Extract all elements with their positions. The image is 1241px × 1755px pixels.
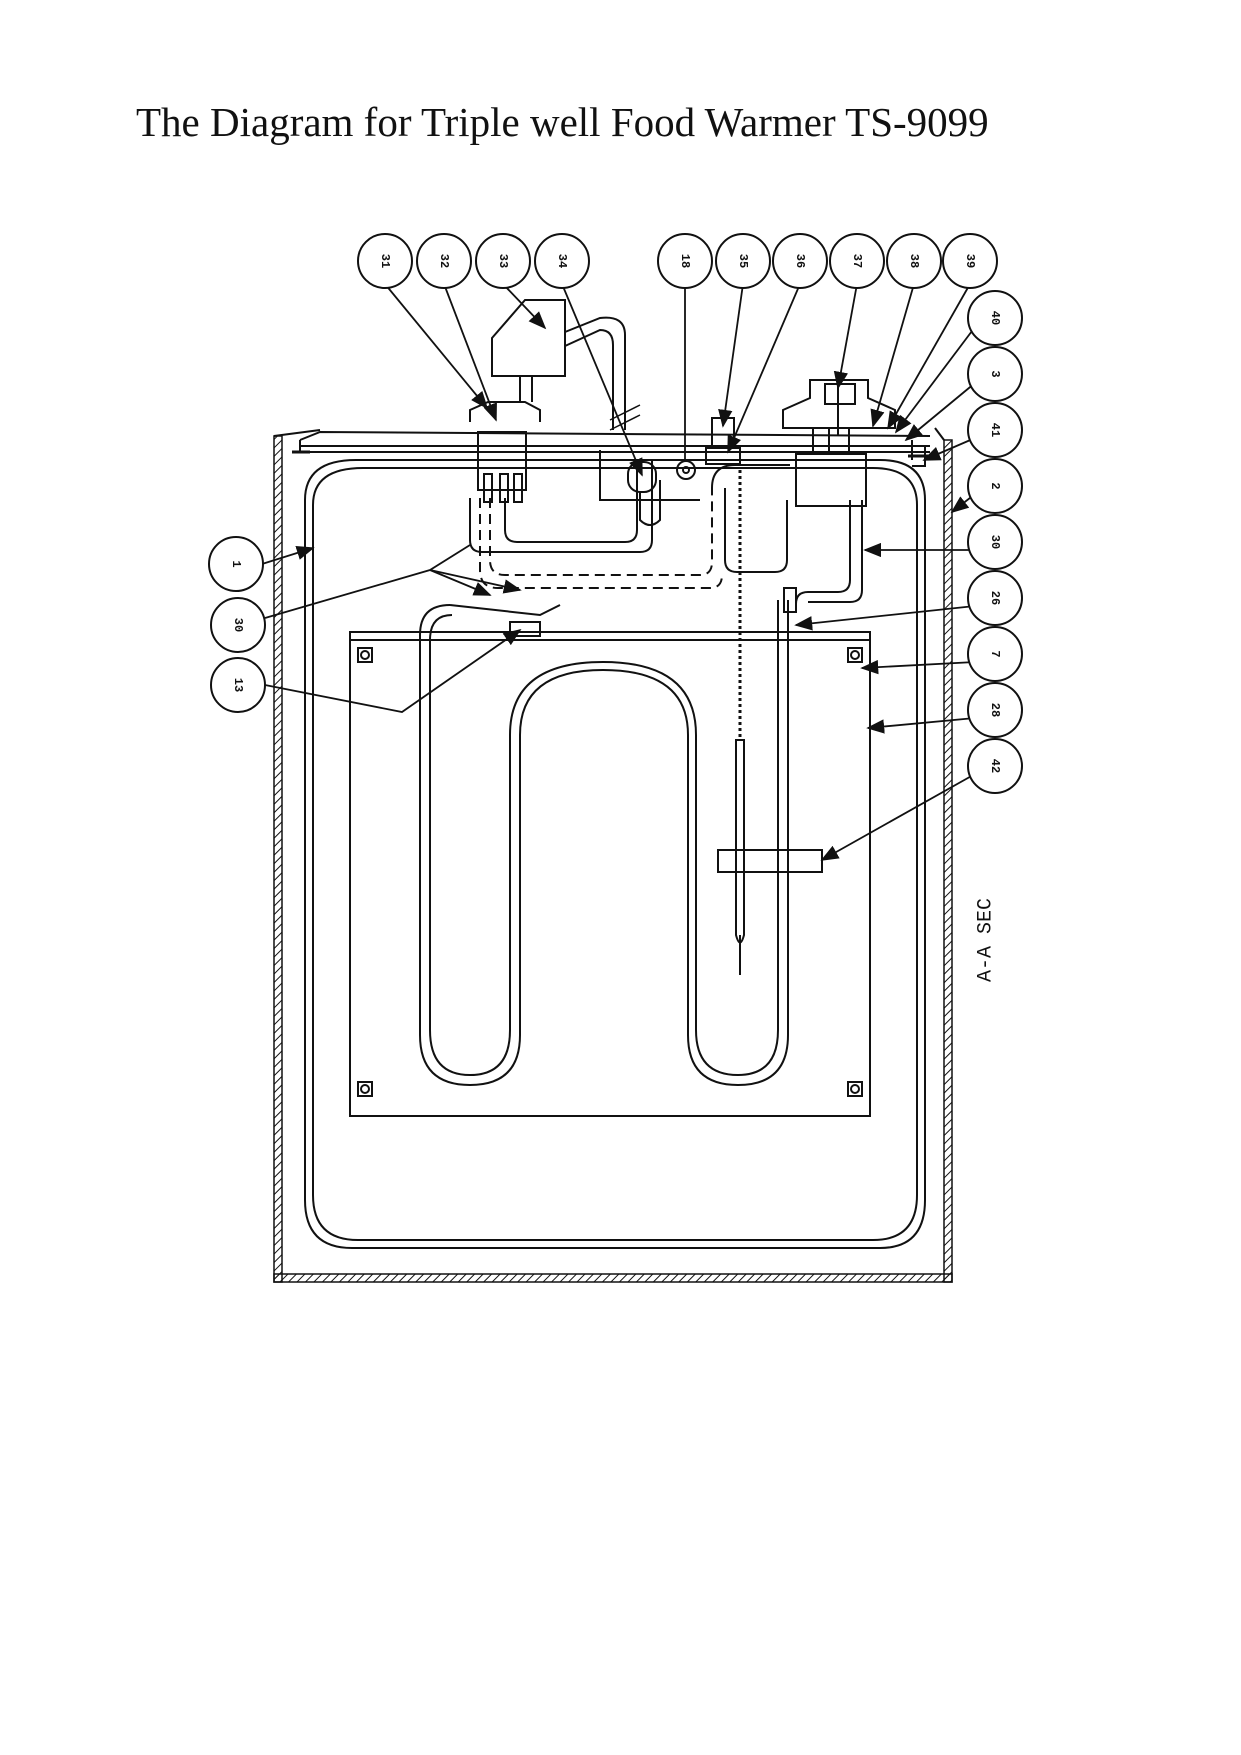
callout-42 — [967, 738, 1023, 794]
callout-28 — [967, 682, 1023, 738]
callout-label-28: 28 — [988, 703, 1002, 717]
callout-label-18: 18 — [678, 254, 692, 268]
page-title: The Diagram for Triple well Food Warmer … — [136, 99, 989, 145]
outer-housing — [273, 427, 953, 1283]
callout-label-31: 31 — [378, 254, 392, 268]
callout-38 — [886, 233, 942, 289]
callout-35 — [715, 233, 771, 289]
callout-31 — [357, 233, 413, 289]
callout-33 — [475, 233, 531, 289]
callout-label-37: 37 — [850, 254, 864, 268]
thermostat-probe — [735, 470, 745, 975]
callout-3 — [967, 346, 1023, 402]
callout-26 — [967, 570, 1023, 626]
callout-label-26: 26 — [988, 591, 1002, 605]
probe-clamp — [717, 849, 823, 873]
callout-39 — [942, 233, 998, 289]
switch-assembly — [469, 401, 541, 503]
callout-34 — [534, 233, 590, 289]
callout-label-35: 35 — [736, 254, 750, 268]
inner-well — [304, 459, 926, 1249]
terminal — [676, 460, 696, 480]
callout-18 — [657, 233, 713, 289]
callout-label-30-left: 30 — [231, 618, 245, 632]
mounting-plate — [349, 631, 871, 1117]
callout-40 — [967, 290, 1023, 346]
callout-label-3: 3 — [988, 370, 1002, 377]
callout-1 — [208, 536, 264, 592]
callout-label-7: 7 — [988, 650, 1002, 657]
callout-41 — [967, 402, 1023, 458]
callout-label-42: 42 — [988, 759, 1002, 773]
callout-label-41: 41 — [988, 423, 1002, 437]
internal-wiring — [469, 460, 863, 605]
callout-37 — [829, 233, 885, 289]
callout-13 — [210, 657, 266, 713]
callout-2 — [967, 458, 1023, 514]
callout-label-2: 2 — [988, 482, 1002, 489]
callout-label-13: 13 — [231, 678, 245, 692]
thermostat-knob — [782, 379, 896, 507]
callout-label-39: 39 — [963, 254, 977, 268]
power-plug — [491, 299, 626, 430]
callout-label-40: 40 — [988, 311, 1002, 325]
callout-label-38: 38 — [907, 254, 921, 268]
callout-7 — [967, 626, 1023, 682]
callout-30-left — [210, 597, 266, 653]
callout-label-1: 1 — [229, 560, 243, 567]
callout-32 — [416, 233, 472, 289]
callout-label-30-right: 30 — [988, 535, 1002, 549]
callout-36 — [772, 233, 828, 289]
callout-label-34: 34 — [555, 254, 569, 268]
callout-label-33: 33 — [496, 254, 510, 268]
callout-label-36: 36 — [793, 254, 807, 268]
section-label: A-A SEC — [975, 898, 998, 982]
callout-30-right — [967, 514, 1023, 570]
callout-label-32: 32 — [437, 254, 451, 268]
top-rim — [292, 430, 931, 460]
